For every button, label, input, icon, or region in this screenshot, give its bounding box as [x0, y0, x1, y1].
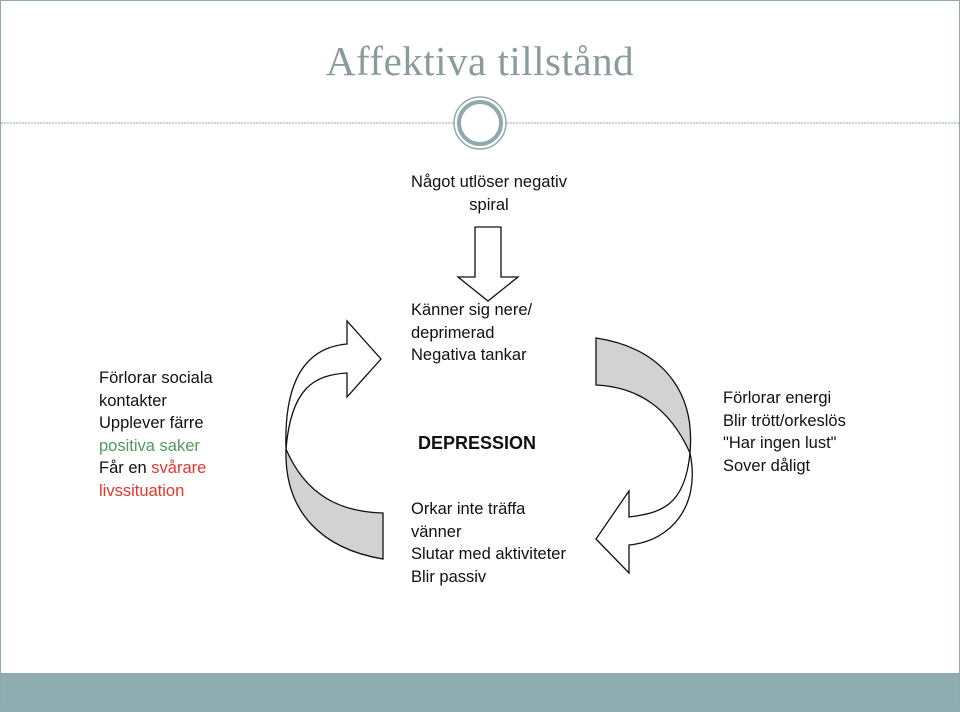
depression-cycle-diagram: [285, 226, 693, 575]
divider-ornament-icon: [453, 96, 507, 150]
trigger-label: Något utlöser negativ spiral: [411, 173, 567, 214]
slide-title: Affektiva tillstånd: [325, 38, 635, 84]
left-cycle-arrow-icon: [285, 319, 384, 560]
center-label: DEPRESSION: [418, 433, 537, 453]
right-cycle-arrow-icon: [595, 337, 693, 575]
left-state-prefix: Får en: [99, 459, 152, 477]
left-state-label: Förlorar sociala kontakter Upplever färr…: [99, 367, 213, 502]
footer-bar: [1, 673, 959, 711]
life-situation-text: livssituation: [99, 481, 185, 500]
title-divider: [1, 96, 959, 150]
harder-text: svårare: [151, 459, 207, 477]
right-state-label: Förlorar energi Blir trött/orkeslös "Har…: [723, 389, 846, 475]
top-state-label: Känner sig nere/ deprimerad Negativa tan…: [411, 301, 533, 364]
positive-things-text: positiva saker: [99, 436, 200, 455]
bottom-state-label: Orkar inte träffa vänner Slutar med akti…: [411, 500, 566, 586]
down-arrow-icon: [456, 226, 520, 302]
